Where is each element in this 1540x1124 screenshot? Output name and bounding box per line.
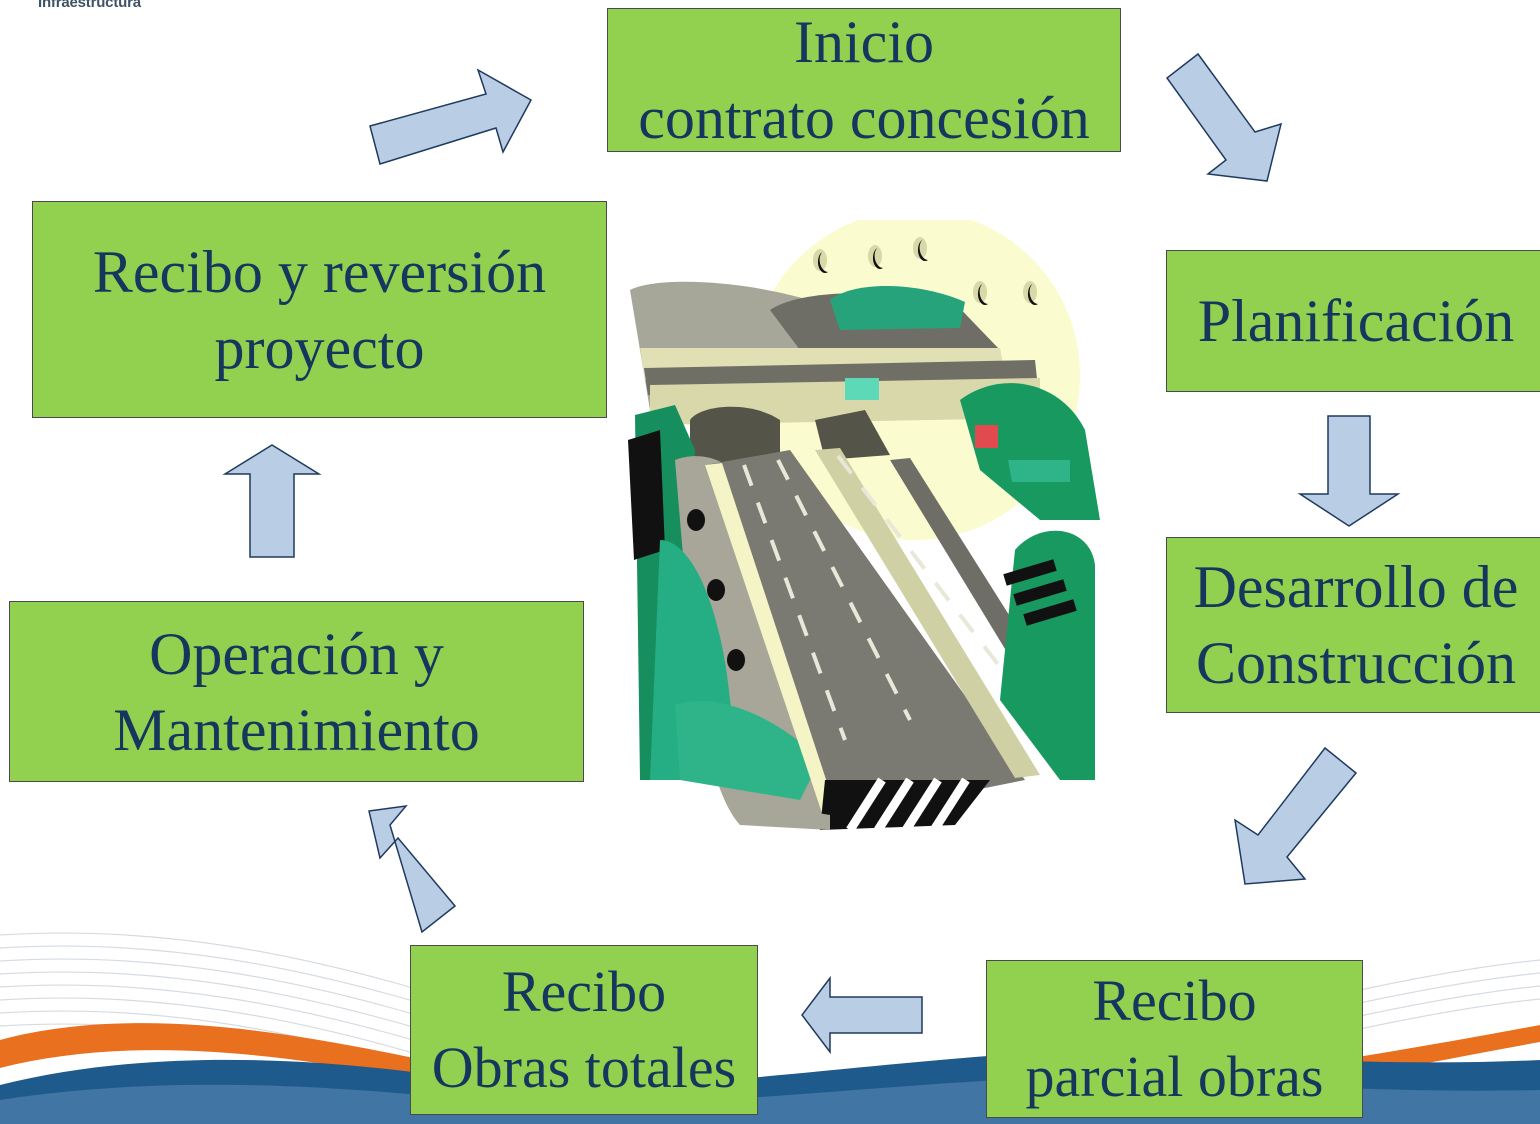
arrow-to-desarrollo-icon xyxy=(1297,415,1401,527)
arrow-to-recibo-total-icon xyxy=(801,975,923,1055)
header-label: Infraestructura xyxy=(38,0,141,11)
box-reversion-line2: proyecto xyxy=(214,314,425,381)
box-recibo-reversion: Recibo y reversión proyecto xyxy=(32,201,607,418)
box-recibo-total-line2: Obras totales xyxy=(431,1035,737,1100)
box-planificacion: Planificación xyxy=(1166,250,1540,392)
box-recibo-parcial-line2: parcial obras xyxy=(1025,1044,1324,1109)
box-inicio-contrato: Inicio contrato concesión xyxy=(607,8,1121,152)
box-recibo-parcial-line1: Recibo xyxy=(1092,968,1257,1033)
box-operacion-line1: Operación y xyxy=(149,620,444,687)
box-operacion-mantenimiento: Operación y Mantenimiento xyxy=(9,601,584,782)
arrow-to-recibo-parcial-icon xyxy=(1233,746,1358,885)
box-inicio-line2: contrato concesión xyxy=(638,85,1090,151)
highway-illustration xyxy=(628,220,1100,833)
box-operacion-line2: Mantenimiento xyxy=(113,696,480,763)
arrow-to-reversion-icon xyxy=(222,444,322,558)
box-recibo-total-line1: Recibo xyxy=(501,959,667,1024)
arrow-to-inicio-icon xyxy=(369,68,533,165)
box-planificacion-line1: Planificación xyxy=(1197,288,1515,354)
box-recibo-total: Recibo Obras totales xyxy=(410,945,758,1115)
box-desarrollo-construccion: Desarrollo de Construcción xyxy=(1166,537,1540,713)
box-reversion-line1: Recibo y reversión xyxy=(92,238,547,305)
arrow-to-planificacion-icon xyxy=(1165,52,1283,182)
box-desarrollo-line2: Construcción xyxy=(1196,630,1516,696)
box-desarrollo-line1: Desarrollo de xyxy=(1193,554,1519,620)
box-recibo-parcial: Recibo parcial obras xyxy=(986,960,1363,1118)
box-inicio-line1: Inicio xyxy=(794,9,934,75)
arrow-to-operacion-icon xyxy=(368,804,457,934)
silver-wave-lines xyxy=(0,932,1540,1082)
